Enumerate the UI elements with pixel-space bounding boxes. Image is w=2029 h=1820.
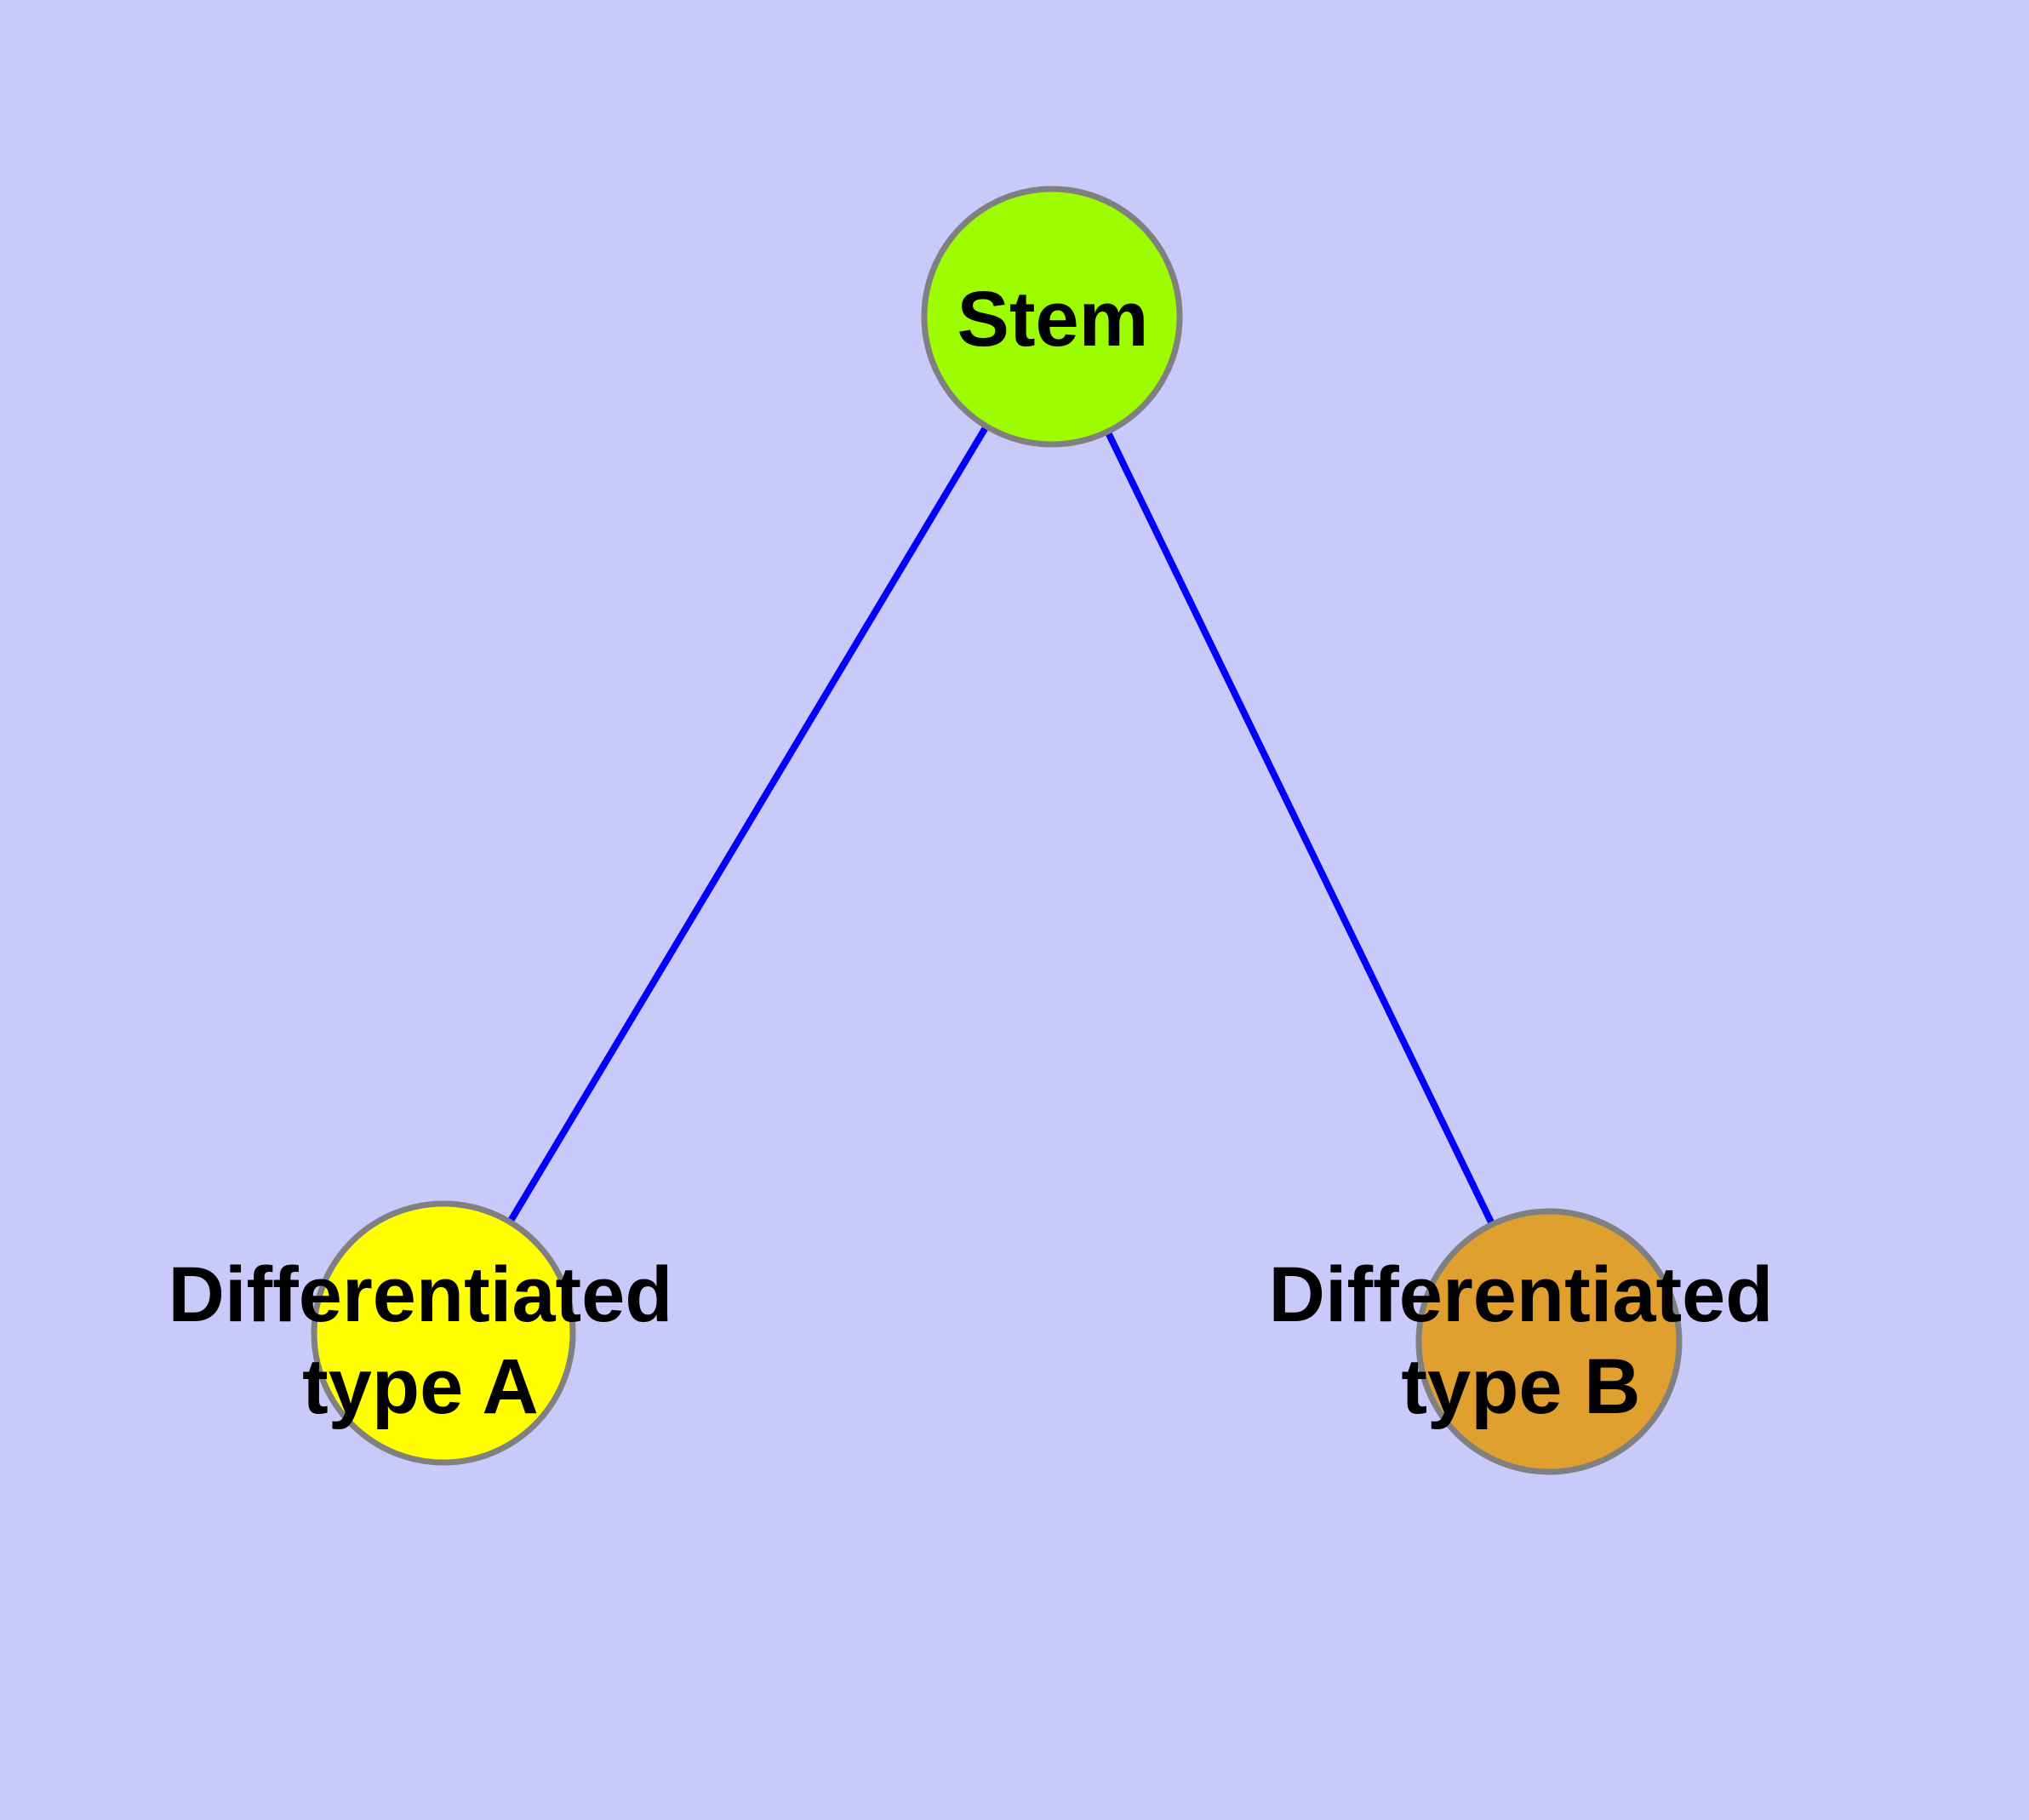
- node-diff-b[interactable]: [1415, 1208, 1683, 1475]
- node-label-stem: Stem: [957, 276, 1149, 363]
- nodes-layer: [311, 186, 1683, 1475]
- node-label-diff-b-line1: Differentiated: [1269, 1251, 1774, 1338]
- edge-stem-to-diff-b[interactable]: [1103, 428, 1496, 1228]
- node-diff-a[interactable]: [311, 1200, 576, 1466]
- node-label-diff-a-line1: Differentiated: [169, 1251, 673, 1338]
- node-stem[interactable]: [921, 186, 1183, 448]
- edge-stem-to-diff-a[interactable]: [506, 422, 991, 1226]
- node-label-diff-a-line2: type A: [302, 1343, 539, 1430]
- edges-layer: [506, 422, 1496, 1228]
- node-label-diff-b-line2: type B: [1401, 1343, 1640, 1430]
